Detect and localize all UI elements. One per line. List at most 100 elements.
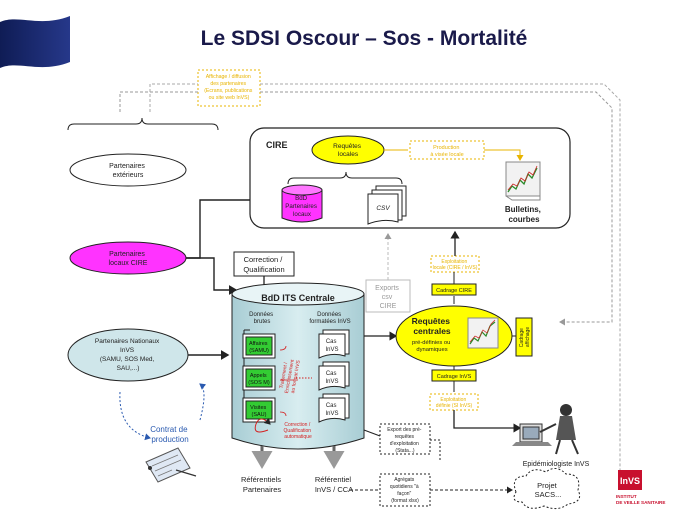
doc-cas-invs-3: Cas InVS: [318, 393, 350, 423]
affichage-line: ou site web InVS): [209, 95, 250, 101]
donnees-formatees-label: Données formatées InVS: [309, 312, 350, 325]
bdd-part-line: BdD: [295, 195, 308, 202]
correction-box: Correction / Qualification: [233, 251, 295, 277]
bulletins-chart-icon: [505, 161, 541, 201]
page-title: Le SDSI Oscour – Sos - Mortalité: [201, 27, 528, 50]
svg-text:InVS: InVS: [620, 476, 640, 486]
svg-text:Partenaires Nationaux In: Partenaires Nationaux InVS (SAMU, SOS Me…: [95, 338, 161, 372]
svg-text:Exports csv CIRE: Exports csv CIRE: [375, 285, 401, 310]
bulletins-label: Bulletins, courbes: [505, 205, 543, 224]
svg-text:BdD Partenaires lo: BdD Partenaires locaux: [285, 195, 318, 218]
prod-line: Production: [433, 145, 459, 151]
svg-text:Requêtes centrales: Requêtes centrales: [412, 316, 453, 336]
svg-text:Appels (SOS M): Appels (SOS M): [248, 373, 270, 386]
svg-text:Correction / Qualificati: Correction / Qualification: [243, 255, 284, 274]
svg-text:Projet SACS...: Projet SACS...: [535, 481, 562, 499]
svg-text:Cas InVS: Cas InVS: [325, 339, 338, 353]
affichage-line: des partenaires: [210, 81, 246, 87]
exp-line: csv: [382, 294, 393, 301]
cadrage-affichage-box: Cadrage affichage: [515, 317, 533, 357]
table-visites: Visites (SAU): [242, 397, 276, 423]
svg-text:Production à visée local: Production à visée locale: [430, 145, 463, 158]
expl-loc-line: locale (CIRE / InVS): [433, 265, 478, 271]
exp-line: Exports: [375, 285, 399, 292]
predef-line: pré-définies ou: [412, 340, 450, 346]
traitement-label: Traitement / Enrichissement au format In…: [278, 357, 302, 395]
corr-line: Correction /: [244, 255, 284, 264]
ext-line: extérieurs: [113, 172, 144, 179]
svg-text:Cadrage affichage: Cadrage affichage: [519, 327, 531, 348]
ext-line: Partenaires: [109, 163, 145, 170]
epidemiologiste-label: Epidémiologiste InVS: [523, 461, 590, 468]
nat-line: InVS: [120, 347, 135, 354]
svg-text:Affaires (SAMU): Affaires (SAMU): [249, 341, 269, 354]
cadrage-cire-box: Cadrage CIRE: [431, 283, 477, 296]
bdd-partenaires-cylinder: BdD Partenaires locaux: [281, 184, 323, 223]
correction-auto-label: Correction / Qualification automatique: [284, 422, 313, 440]
svg-text:Requêtes locales: Requêtes locales: [333, 143, 363, 158]
req-loc-line: Requêtes: [333, 143, 362, 150]
loop-right-2: [260, 83, 621, 470]
referentiels-partenaires: Référentiels Partenaires: [241, 475, 283, 494]
svg-text:INSTITUT DE VEILLE SANIT: INSTITUT DE VEILLE SANITAIRE: [616, 494, 665, 505]
csv-documents-icon: CSV: [367, 185, 407, 225]
exports-csv-box: Exports csv CIRE: [365, 279, 411, 313]
req-c-line: centrales: [413, 326, 451, 336]
agregats-box: Agrégats quotidiens "à façon" (format xl…: [379, 473, 431, 507]
svg-text:Cas InVS: Cas InVS: [325, 371, 338, 385]
table-appels: Appels (SOS M): [242, 365, 276, 391]
cire-label: CIRE: [266, 140, 288, 150]
referentiel-invs: Référentiel InVS / CCA: [315, 475, 353, 494]
requetes-chart-icon: [467, 317, 499, 349]
cadrage-invs-box: Cadrage InVS: [431, 369, 477, 382]
loc-line: locaux CIRE: [109, 260, 148, 267]
export-pre-box: Export des pré- requêtes d'exploitation …: [379, 423, 431, 455]
req-loc-line: locales: [338, 151, 359, 158]
svg-text:Cas InVS: Cas InVS: [325, 403, 338, 417]
cadrage-cire-label: Cadrage CIRE: [436, 288, 472, 294]
predef-line: dynamiques: [416, 347, 447, 353]
loop-left-2: [149, 83, 198, 112]
doc-cas-invs-2: Cas InVS: [318, 361, 350, 391]
bdd-part-line: locaux: [293, 211, 312, 218]
partenaires-nationaux: Partenaires Nationaux InVS (SAMU, SOS Me…: [67, 328, 189, 382]
loop-left: [119, 91, 198, 112]
bracket-top: [67, 117, 219, 131]
bdd-its-label: BdD ITS Centrale: [261, 293, 335, 303]
contract-document-icon: [145, 447, 197, 483]
svg-text:pré-définies ou dynamiqu: pré-définies ou dynamiques: [412, 340, 452, 353]
svg-text:Partenaires extérieurs: Partenaires extérieurs: [109, 163, 147, 179]
loc-line: Partenaires: [109, 251, 145, 258]
corr-line: Qualification: [243, 265, 284, 274]
partenaires-locaux: Partenaires locaux CIRE: [69, 241, 187, 275]
table-affaires: Affaires (SAMU): [242, 333, 276, 359]
contrat-label: Contrat de production: [150, 425, 190, 444]
req-c-line: Requêtes: [412, 316, 451, 326]
nat-line: SAU,...): [117, 365, 140, 372]
expl-loc-line: Exploitation: [441, 259, 467, 265]
svg-text:Exploitation locale (CIR: Exploitation locale (CIRE / InVS): [433, 259, 478, 271]
affichage-box: Affichage / diffusion des partenaires (E…: [197, 69, 261, 107]
svg-text:Export des pré- requêtes: Export des pré- requêtes d'exploitation …: [387, 427, 423, 454]
bdd-part-line: Partenaires: [285, 203, 317, 210]
cadrage-invs-label: Cadrage InVS: [437, 374, 472, 380]
svg-text:Exploitation définie (SI: Exploitation définie (SI InVS): [436, 397, 473, 409]
exploitation-definie-box: Exploitation définie (SI InVS): [429, 393, 479, 411]
exploitation-locale-box: Exploitation locale (CIRE / InVS): [430, 255, 480, 273]
affichage-line: Affichage / diffusion: [206, 74, 251, 80]
svg-text:Partenaires locaux CIRE: Partenaires locaux CIRE: [109, 251, 148, 267]
invs-logo: InVS INSTITUT DE VEILLE SANITAIRE: [616, 470, 665, 505]
nat-line: Partenaires Nationaux: [95, 338, 160, 345]
doc-cas-invs-1: Cas InVS: [318, 329, 350, 359]
svg-text:Affichage / diffusion de: Affichage / diffusion des partenaires (E…: [204, 74, 254, 101]
epidemiologist-icon: [512, 404, 579, 455]
nat-line: (SAMU, SOS Med,: [100, 356, 155, 363]
flag-logo-icon: [0, 16, 70, 68]
production-locale-box: Production à visée locale: [409, 140, 485, 160]
svg-text:Visites (SAU): Visites (SAU): [250, 405, 268, 418]
affichage-line: (Ecrans, publications: [204, 88, 253, 94]
csv-label: CSV: [376, 205, 390, 212]
svg-text:Agrégats quotidiens "à: Agrégats quotidiens "à façon" (format xl…: [390, 477, 420, 504]
donnees-brutes-label: Données brutes: [249, 312, 275, 325]
